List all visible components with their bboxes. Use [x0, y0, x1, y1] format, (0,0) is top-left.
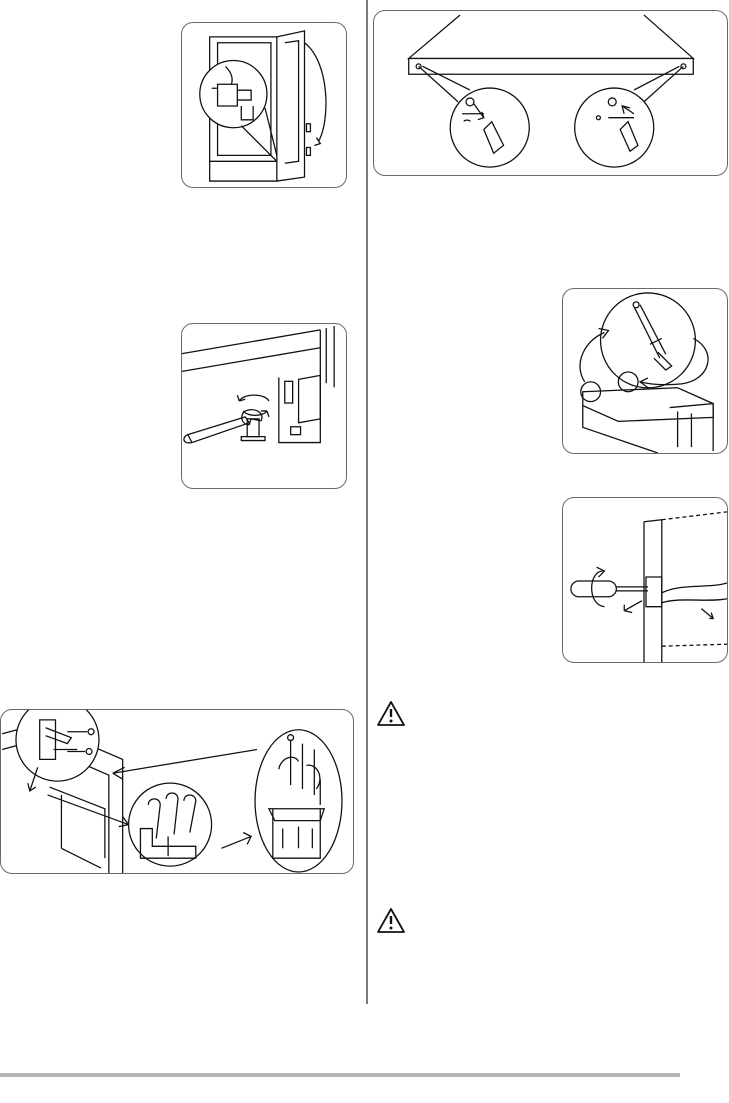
fig-door-top-hinge	[181, 22, 347, 188]
fig-screwdriver-door	[562, 497, 728, 663]
warning-triangle-icon	[376, 700, 406, 728]
hinge-pin-swap-illustration	[563, 289, 727, 453]
cover-plugs-illustration	[374, 11, 727, 175]
warning-triangle-icon	[376, 907, 406, 935]
fig-wrench-adjust-foot	[181, 323, 347, 489]
fig-cover-plugs	[373, 10, 728, 176]
fig-swap-pin	[562, 288, 728, 454]
fig-bottom-hinge-parts	[0, 709, 354, 874]
footer-rule	[0, 1073, 680, 1077]
screwdriver-door-illustration	[563, 498, 727, 662]
column-divider	[366, 0, 368, 1004]
wrench-foot-illustration	[182, 324, 346, 488]
door-hinge-detail-illustration	[182, 23, 346, 187]
bottom-hinge-assembly-illustration	[1, 710, 353, 873]
